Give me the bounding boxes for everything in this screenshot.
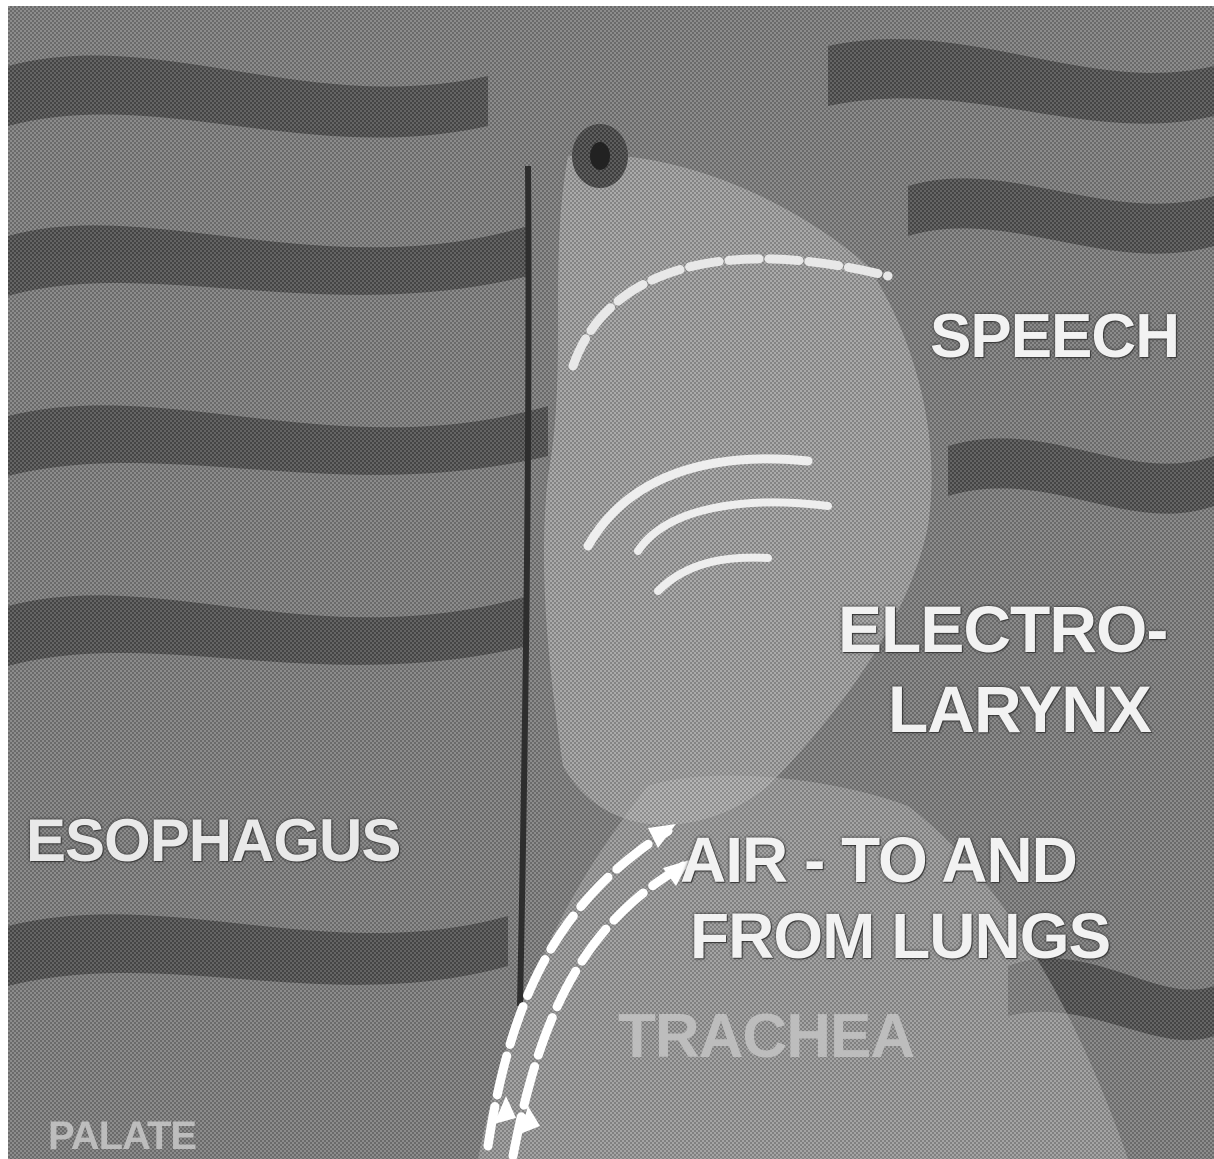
label-esophagus: ESOPHAGUS: [26, 811, 400, 871]
anatomy-illustration: [8, 6, 1214, 1159]
label-trachea: TRACHEA: [618, 1006, 914, 1068]
label-air-line2: FROM LUNGS: [690, 904, 1110, 968]
diagram-frame: SPEECH ELECTRO- LARYNX ESOPHAGUS AIR - T…: [8, 6, 1214, 1159]
label-air-line1: AIR - TO AND: [680, 828, 1077, 892]
label-larynx: LARYNX: [888, 676, 1151, 742]
label-bottom-partial: PALATE: [48, 1116, 196, 1156]
label-speech: SPEECH: [930, 306, 1179, 368]
label-electro: ELECTRO-: [838, 596, 1167, 662]
